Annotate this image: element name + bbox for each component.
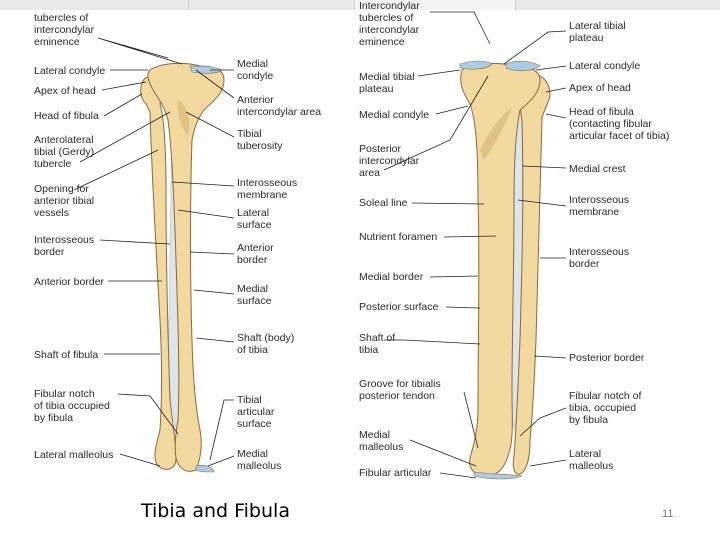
label-lateral-malleolus-posterior: Lateral malleolus	[569, 448, 614, 472]
label-tibial-tuberosity: Tibial tuberosity	[237, 128, 283, 152]
bone-illustration	[73, 11, 567, 480]
label-shaft-body-of-tibia: Shaft (body) of tibia	[237, 332, 295, 356]
label-head-of-fibula-posterior: Head of fibula (contacting fibular artic…	[569, 106, 670, 142]
posterior-fibula	[512, 74, 551, 475]
label-medial-surface: Medial surface	[237, 283, 272, 307]
label-anterior-border-right: Anterior border	[237, 242, 274, 266]
label-fibular-articular: Fibular articular	[359, 467, 432, 479]
label-lateral-surface: Lateral surface	[237, 207, 272, 231]
label-medial-condyle-posterior: Medial condyle	[359, 109, 430, 121]
label-tubercles-anterior: tubercles of intercondylar eminence	[34, 12, 95, 48]
posterior-lateral-plateau-cartilage	[505, 60, 541, 72]
label-lateral-malleolus-anterior: Lateral malleolus	[34, 449, 114, 461]
label-medial-tibial-plateau: Medial tibial plateau	[359, 71, 415, 95]
label-medial-border: Medial border	[359, 271, 424, 283]
label-posterior-intercondylar-area: Posterior intercondylar area	[359, 143, 420, 179]
header-tab-2	[189, 0, 355, 10]
header-tab-3	[355, 0, 516, 10]
figure-header-strip	[0, 0, 720, 10]
label-shaft-of-fibula: Shaft of fibula	[34, 349, 99, 361]
label-groove-tibialis-posterior: Groove for tibialis posterior tendon	[359, 378, 441, 402]
label-fibular-notch-anterior: Fibular notch of tibia occupied by fibul…	[34, 388, 110, 424]
anterior-tibia	[147, 62, 225, 472]
label-interosseous-membrane-anterior: Interosseous membrane	[237, 177, 298, 201]
label-lateral-tibial-plateau: Lateral tibial plateau	[569, 20, 626, 44]
label-medial-malleolus-posterior: Medial malleolus	[359, 429, 404, 453]
label-tubercles-posterior: Intercondylar tubercles of intercondylar…	[359, 0, 420, 48]
posterior-ankle-cartilage	[473, 471, 523, 480]
label-nutrient-foramen: Nutrient foramen	[359, 231, 438, 243]
label-gerdy-tubercle: Anterolateral tibial (Gerdy) tubercle	[34, 134, 95, 170]
header-tab-1	[0, 0, 189, 10]
label-interosseous-border-posterior: Interosseous border	[569, 246, 630, 270]
tibial-tuberosity-shade	[177, 100, 190, 136]
page-number: 11	[662, 508, 674, 520]
label-posterior-surface: Posterior surface	[359, 301, 439, 313]
label-fibular-notch-posterior: Fibular notch of tibia, occupied by fibu…	[569, 390, 642, 426]
anterior-view	[140, 62, 225, 473]
label-anterior-border-left: Anterior border	[34, 276, 105, 288]
label-interosseous-border-anterior: Interosseous border	[34, 234, 95, 258]
label-medial-crest: Medial crest	[569, 163, 626, 175]
anterior-ankle-cartilage	[195, 464, 215, 473]
slide-caption: Tibia and Fibula	[141, 500, 290, 522]
label-head-of-fibula-anterior: Head of fibula	[34, 110, 99, 122]
label-soleal-line: Soleal line	[359, 197, 408, 209]
label-medial-malleolus-anterior: Medial malleolus	[237, 448, 282, 472]
label-posterior-border: Posterior border	[569, 352, 645, 364]
soleal-line-shade	[480, 108, 512, 160]
label-lateral-condyle-posterior: Lateral condyle	[569, 60, 641, 72]
leader-lines	[73, 11, 567, 479]
label-shaft-of-tibia-posterior: Shaft of tibia	[359, 332, 396, 356]
label-opening-anterior-vessels: Opening for anterior tibial vessels	[34, 183, 95, 219]
tibia-fibula-figure: tubercles of intercondylar eminence Late…	[34, 0, 670, 480]
header-tab-4	[516, 0, 720, 10]
posterior-tibia	[460, 62, 541, 477]
label-apex-of-head-anterior: Apex of head	[34, 85, 96, 97]
label-medial-condyle-anterior: Medial condyle	[237, 58, 274, 82]
anterior-fibula	[140, 75, 177, 470]
posterior-medial-plateau-cartilage	[459, 60, 493, 70]
label-interosseous-membrane-posterior: Interosseous membrane	[569, 194, 630, 218]
label-tibial-articular-surface: Tibial articular surface	[237, 394, 275, 430]
posterior-view	[459, 60, 551, 480]
label-apex-of-head-posterior: Apex of head	[569, 82, 631, 94]
label-anterior-intercondylar-area: Anterior intercondylar area	[237, 94, 322, 118]
label-lateral-condyle-anterior: Lateral condyle	[34, 65, 106, 77]
